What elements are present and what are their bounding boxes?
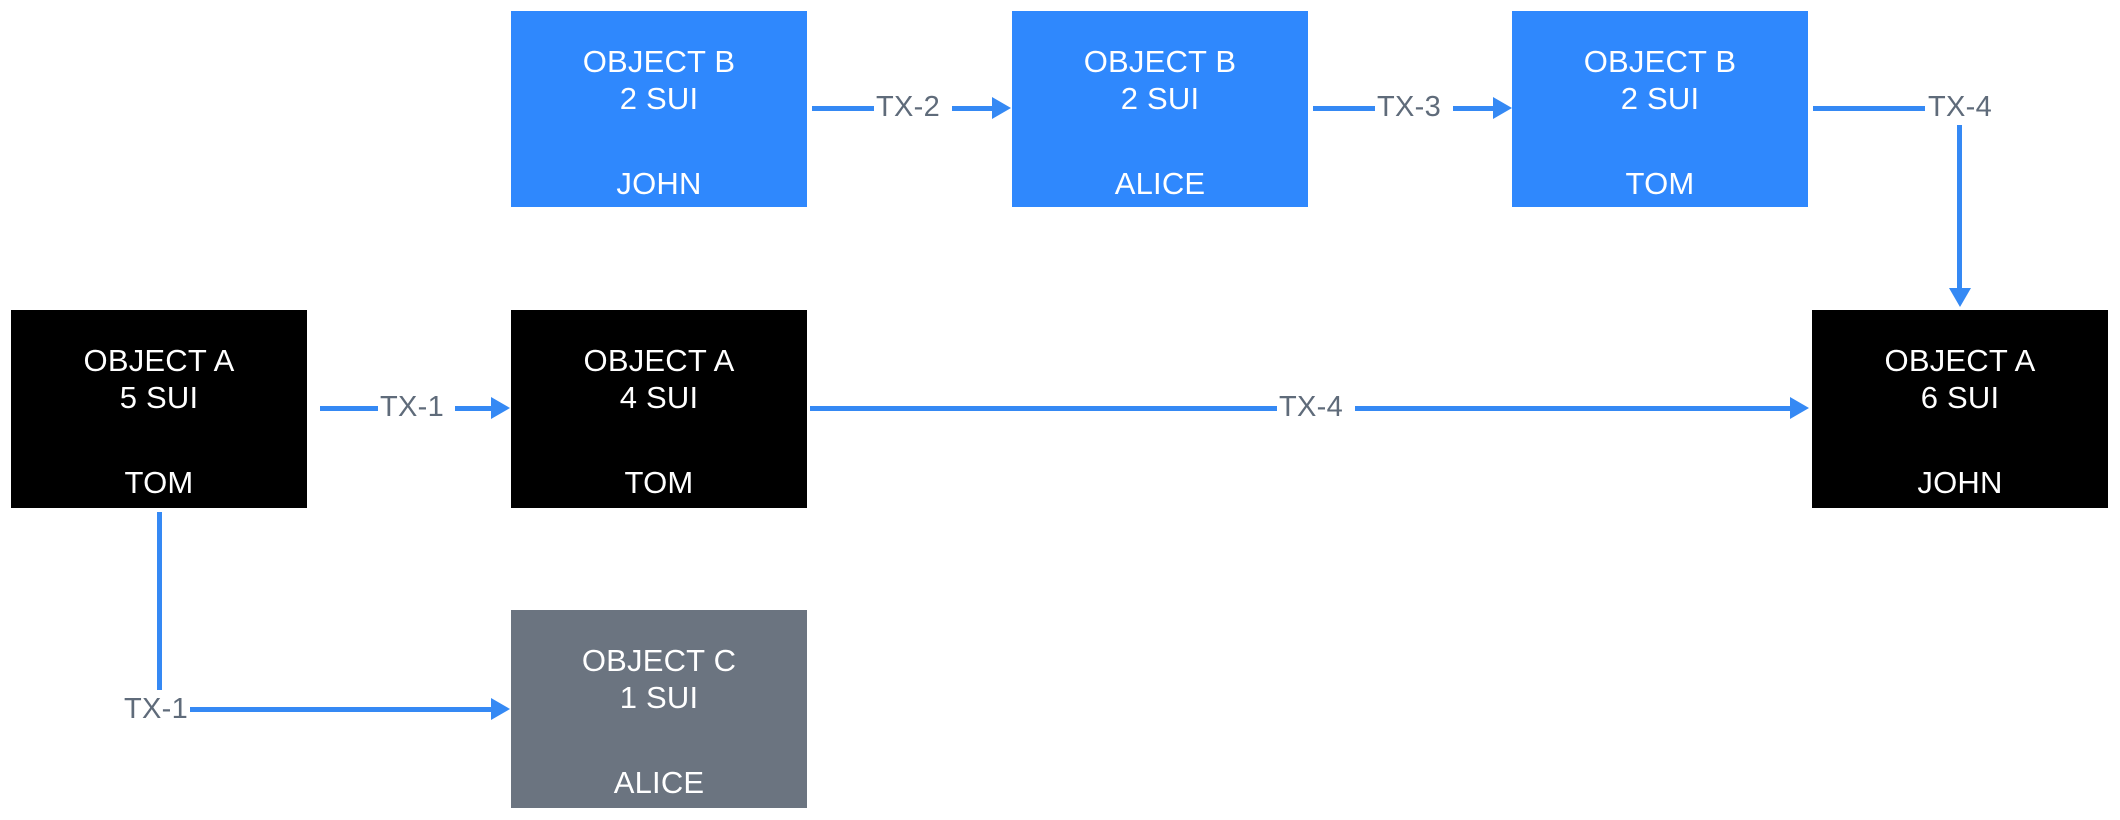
node-object-b-john[interactable]: OBJECT B 2 SUI JOHN — [511, 11, 807, 207]
node-owner-label: TOM — [1625, 166, 1695, 202]
edge-tx3-arrowhead — [1493, 97, 1512, 119]
edge-tx1-branch-line-right — [190, 707, 493, 712]
edge-tx1-branch-label: TX-1 — [124, 693, 189, 725]
edge-tx4-horizontal-line-left — [810, 406, 1277, 411]
edge-tx3-line-right — [1453, 106, 1495, 111]
node-amount-label: 2 SUI — [619, 81, 699, 117]
node-object-label: OBJECT A — [1884, 343, 2036, 378]
node-object-a-4sui-tom[interactable]: OBJECT A 4 SUI TOM — [511, 310, 807, 508]
edge-tx2-line-left — [812, 106, 874, 111]
node-object-label: OBJECT A — [583, 343, 735, 378]
node-owner-label: TOM — [624, 465, 694, 501]
node-object-c-alice[interactable]: OBJECT C 1 SUI ALICE — [511, 610, 807, 808]
edge-tx1-main-line-right — [455, 406, 493, 411]
edge-tx2-arrowhead — [992, 97, 1011, 119]
edge-tx4-vertical-line-down — [1957, 125, 1962, 289]
node-owner-label: TOM — [124, 465, 194, 501]
node-object-b-alice[interactable]: OBJECT B 2 SUI ALICE — [1012, 11, 1308, 207]
node-owner-label: JOHN — [616, 166, 702, 202]
node-amount-label: 2 SUI — [1120, 81, 1200, 117]
node-object-label: OBJECT A — [83, 343, 235, 378]
edge-tx4-vertical-arrowhead — [1949, 288, 1971, 307]
edge-tx2-line-right — [952, 106, 994, 111]
node-amount-label: 6 SUI — [1920, 380, 2000, 416]
edge-tx1-branch-line-down — [157, 512, 162, 690]
edge-tx1-branch-arrowhead — [491, 698, 510, 720]
node-object-label: OBJECT B — [1083, 44, 1237, 79]
node-owner-label: ALICE — [613, 765, 705, 801]
edge-tx4-vertical-line-horizontal — [1813, 106, 1925, 111]
edge-tx3-label: TX-3 — [1377, 91, 1442, 123]
node-amount-label: 1 SUI — [619, 680, 699, 716]
edge-tx4-vertical-label: TX-4 — [1928, 91, 1993, 123]
node-amount-label: 4 SUI — [619, 380, 699, 416]
edge-tx1-main-arrowhead — [491, 397, 510, 419]
node-amount-label: 2 SUI — [1620, 81, 1700, 117]
edge-tx3-line-left — [1313, 106, 1375, 111]
edge-tx4-horizontal-arrowhead — [1790, 397, 1809, 419]
edge-tx2-label: TX-2 — [876, 91, 941, 123]
node-object-a-5sui-tom[interactable]: OBJECT A 5 SUI TOM — [11, 310, 307, 508]
node-object-label: OBJECT C — [581, 643, 737, 678]
node-object-label: OBJECT B — [582, 44, 736, 79]
node-owner-label: ALICE — [1114, 166, 1206, 202]
node-amount-label: 5 SUI — [119, 380, 199, 416]
node-object-b-tom[interactable]: OBJECT B 2 SUI TOM — [1512, 11, 1808, 207]
node-owner-label: JOHN — [1917, 465, 2003, 501]
edge-tx1-main-label: TX-1 — [380, 391, 445, 423]
node-object-label: OBJECT B — [1583, 44, 1737, 79]
edge-tx4-horizontal-line-right — [1355, 406, 1792, 411]
edge-tx4-horizontal-label: TX-4 — [1279, 391, 1344, 423]
edge-tx1-main-line-left — [320, 406, 378, 411]
node-object-a-6sui-john[interactable]: OBJECT A 6 SUI JOHN — [1812, 310, 2108, 508]
